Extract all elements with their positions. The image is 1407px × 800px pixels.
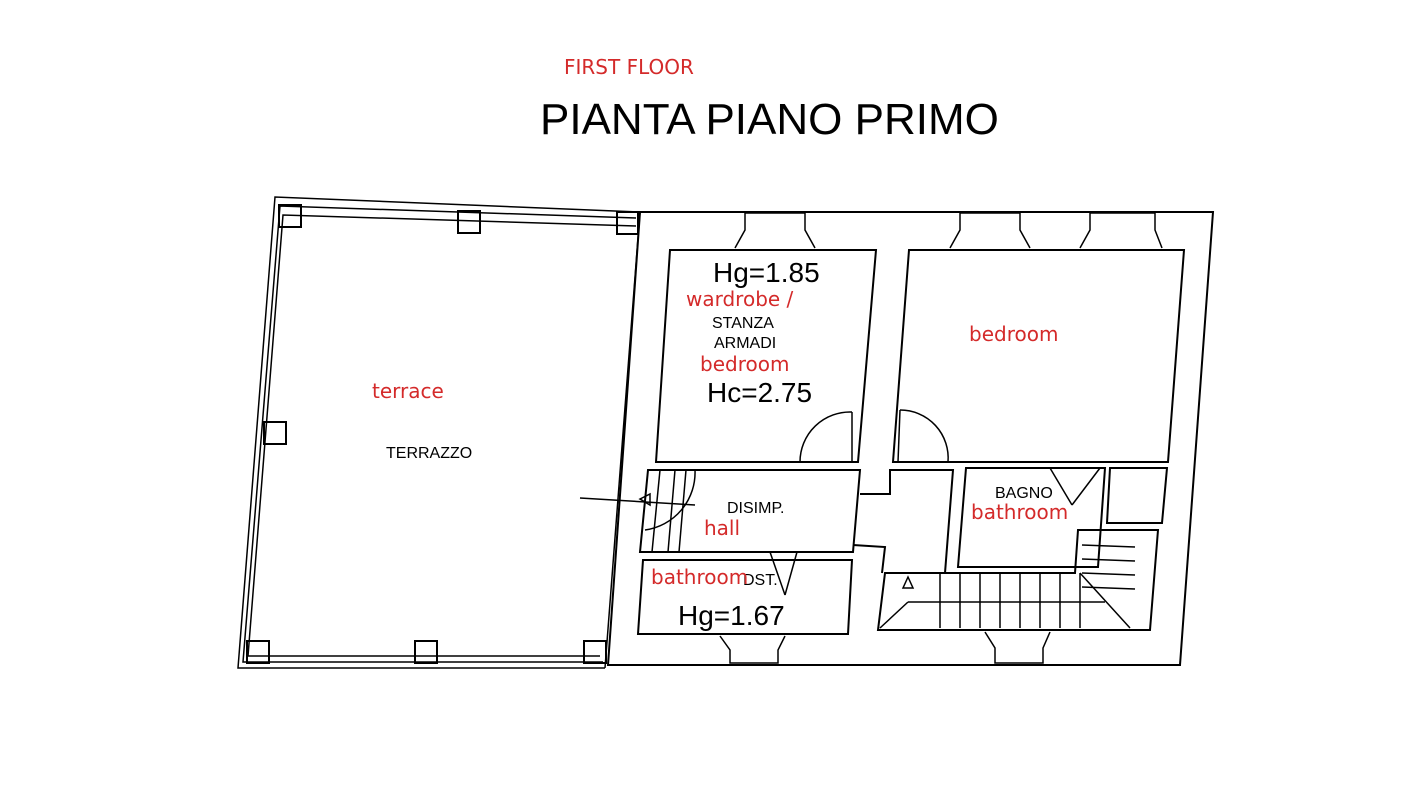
bedroom-label-en: bedroom — [969, 322, 1058, 346]
small-bathroom-label: DST. — [743, 572, 778, 589]
terrace-walls — [237, 196, 641, 669]
staircase — [876, 529, 1160, 631]
bathroom-walls — [956, 467, 1107, 568]
subtitle-english: FIRST FLOOR — [564, 55, 694, 79]
stair-tread — [1081, 572, 1136, 576]
hall-label: DISIMP. — [727, 500, 785, 517]
plan-title: PIANTA PIANO PRIMO — [540, 95, 999, 144]
stair-tread — [1081, 586, 1136, 590]
wardrobe-room-walls — [654, 249, 878, 463]
stair-tread — [1081, 544, 1136, 548]
corridor-walls-lower — [852, 544, 887, 574]
building-outline — [606, 211, 1215, 666]
terrace-columns — [246, 204, 639, 664]
hall-label-en: hall — [704, 516, 740, 540]
hall-walls — [638, 469, 862, 553]
wardrobe-label-en: wardrobe / — [686, 287, 794, 311]
small-bathroom-height-g: Hg=1.67 — [678, 600, 785, 631]
wardrobe-height-c: Hc=2.75 — [707, 377, 812, 408]
windows — [719, 212, 1163, 664]
wardrobe-height-g: Hg=1.85 — [713, 257, 820, 288]
bedroom-walls — [891, 249, 1186, 463]
terrace-label: TERRAZZO — [386, 445, 472, 462]
wardrobe-label-it-1: STANZA — [712, 315, 774, 332]
closet-walls — [1105, 467, 1169, 524]
corridor-walls — [860, 469, 955, 574]
wardrobe-label-it-2: ARMADI — [714, 335, 776, 352]
terrace-label-en: terrace — [372, 379, 444, 403]
doors — [579, 409, 1101, 596]
small-bathroom-label-en: bathroom — [651, 565, 748, 589]
stair-tread — [1081, 558, 1136, 562]
small-bathroom-walls — [636, 559, 854, 635]
bathroom-label: BAGNO — [995, 485, 1053, 502]
bathroom-label-en: bathroom — [971, 500, 1068, 524]
wardrobe-label-en-2: bedroom — [700, 352, 789, 376]
